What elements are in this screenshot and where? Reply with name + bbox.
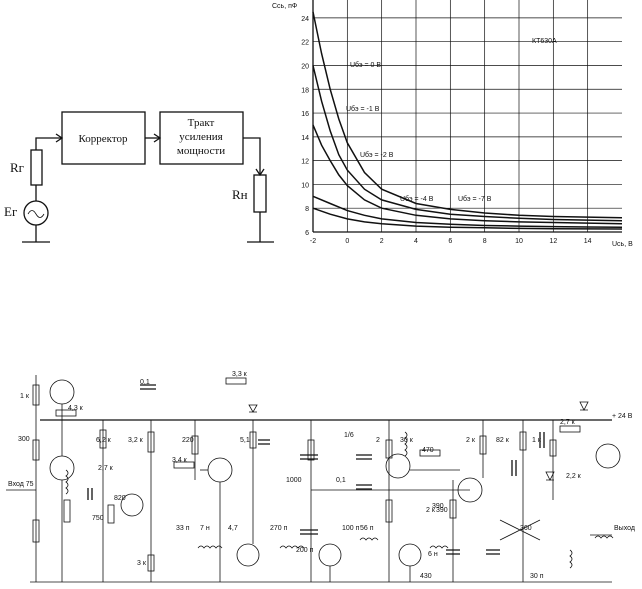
svg-text:82 к: 82 к bbox=[496, 437, 510, 444]
supply-label: + 24 В bbox=[612, 413, 633, 420]
chart-x-tick-label: 6 bbox=[448, 238, 452, 245]
svg-text:2 к: 2 к bbox=[426, 507, 436, 514]
svg-text:2 к: 2 к bbox=[466, 437, 476, 444]
chart-series-line-3 bbox=[312, 195, 623, 228]
svg-text:2,2 к: 2,2 к bbox=[566, 473, 582, 480]
block-diagram: Rг Eг Корректор Тракт усиления мощности … bbox=[4, 111, 274, 243]
output-label: Выход bbox=[614, 525, 635, 532]
svg-text:30 к: 30 к bbox=[400, 437, 414, 444]
power-amp-line2: усиления bbox=[179, 131, 222, 143]
sine-symbol bbox=[27, 210, 45, 218]
curve-label-3: Uбэ = -4 В bbox=[400, 195, 434, 203]
svg-text:6 н: 6 н bbox=[428, 551, 438, 558]
chart-xlabel: Uсь, В bbox=[612, 241, 633, 248]
svg-text:3 к: 3 к bbox=[137, 560, 147, 567]
curve-label-4: Uбэ = -7 В bbox=[458, 195, 492, 203]
svg-text:270 п: 270 п bbox=[270, 525, 288, 532]
source-resistor bbox=[30, 149, 43, 186]
chart-y-tick-label: 14 bbox=[301, 135, 309, 142]
capacitors bbox=[87, 384, 545, 555]
svg-text:300: 300 bbox=[18, 436, 30, 443]
load-label: Rн bbox=[232, 187, 248, 202]
chart-y-tick-label: 18 bbox=[301, 87, 309, 94]
transistors bbox=[49, 379, 621, 567]
chart-x-tick-label: 0 bbox=[345, 238, 349, 245]
component-labels: 1 к 4,3 к 0,1 3,3 к 300 6,2 к 2,7 к 3,2 … bbox=[18, 371, 582, 580]
svg-text:33 п: 33 п bbox=[176, 525, 190, 532]
svg-text:1 к: 1 к bbox=[532, 437, 542, 444]
svg-text:3,2 к: 3,2 к bbox=[128, 437, 144, 444]
svg-text:0,1: 0,1 bbox=[140, 379, 150, 386]
chart-x-tick-label: 8 bbox=[483, 238, 487, 245]
svg-text:430: 430 bbox=[420, 573, 432, 580]
source-emf-symbol bbox=[23, 200, 49, 226]
wires bbox=[35, 375, 554, 582]
inductors bbox=[65, 431, 614, 569]
svg-text:7 н: 7 н bbox=[200, 525, 210, 532]
chart-series-line-0 bbox=[312, 11, 623, 219]
curve-label-0: Uбэ = 0 В bbox=[350, 61, 381, 69]
svg-text:360: 360 bbox=[520, 525, 532, 532]
chart-y-tick-label: 6 bbox=[305, 230, 309, 237]
chart-ylabel: Ссь, пФ bbox=[272, 3, 297, 10]
svg-text:2,7 к: 2,7 к bbox=[560, 419, 576, 426]
chart-y-tick-label: 24 bbox=[301, 16, 309, 23]
chart-curves bbox=[312, 11, 623, 230]
load-resistor bbox=[253, 174, 267, 213]
svg-text:4,3 к: 4,3 к bbox=[68, 405, 84, 412]
curve-label-2: Uбэ = -2 В bbox=[360, 151, 394, 159]
svg-text:5,1: 5,1 bbox=[240, 437, 250, 444]
svg-text:3,3 к: 3,3 к bbox=[232, 371, 248, 378]
power-amp-line1: Тракт bbox=[188, 117, 215, 129]
source-resistor-label: Rг bbox=[10, 160, 24, 175]
chart-x-tick-label: 12 bbox=[549, 238, 557, 245]
svg-text:30 п: 30 п bbox=[530, 573, 544, 580]
corrector-label: Корректор bbox=[78, 133, 128, 145]
svg-text:56 п: 56 п bbox=[360, 525, 374, 532]
svg-text:100 п: 100 п bbox=[342, 525, 360, 532]
chart-series-line-2 bbox=[312, 124, 623, 225]
svg-text:390: 390 bbox=[436, 507, 448, 514]
svg-text:390: 390 bbox=[432, 503, 444, 510]
chart-y-tick-label: 10 bbox=[301, 182, 309, 189]
svg-text:750: 750 bbox=[92, 515, 104, 522]
chart-x-tick-label: -2 bbox=[310, 238, 316, 245]
chart-title: КТ630А bbox=[532, 38, 557, 45]
chart-y-tick-label: 22 bbox=[301, 40, 309, 47]
chart-series-line-4 bbox=[312, 207, 623, 230]
chart-series-line-1 bbox=[312, 65, 623, 222]
input-label: Вход 75 bbox=[8, 481, 34, 488]
chart-grid bbox=[312, 0, 622, 233]
svg-text:0,1: 0,1 bbox=[336, 477, 346, 484]
amplifier-schematic: + 24 В Вход 75 Выход bbox=[6, 371, 635, 583]
svg-text:1 к: 1 к bbox=[20, 393, 30, 400]
svg-text:820: 820 bbox=[114, 495, 126, 502]
chart-x-tick-label: 14 bbox=[584, 238, 592, 245]
svg-text:4,7: 4,7 bbox=[228, 525, 238, 532]
chart-y-tick-label: 20 bbox=[301, 63, 309, 70]
chart-x-tick-label: 10 bbox=[515, 238, 523, 245]
svg-text:6,2 к: 6,2 к bbox=[96, 437, 112, 444]
chart-y-tick-label: 8 bbox=[305, 206, 309, 213]
svg-text:220: 220 bbox=[182, 437, 194, 444]
chart-x-tick-label: 2 bbox=[380, 238, 384, 245]
power-amp-line3: мощности bbox=[177, 145, 225, 157]
svg-text:1000: 1000 bbox=[286, 477, 302, 484]
svg-text:2,7 к: 2,7 к bbox=[98, 465, 114, 472]
chart-y-tick-label: 12 bbox=[301, 159, 309, 166]
svg-text:3,4 к: 3,4 к bbox=[172, 457, 188, 464]
chart-y-tick-label: 16 bbox=[301, 111, 309, 118]
svg-text:1/6: 1/6 bbox=[344, 432, 354, 439]
curve-label-1: Uбэ = -1 В bbox=[346, 105, 380, 113]
svg-text:470: 470 bbox=[422, 447, 434, 454]
chart-x-tick-label: 4 bbox=[414, 238, 418, 245]
svg-text:200 п: 200 п bbox=[296, 547, 314, 554]
resistors bbox=[32, 377, 581, 572]
source-emf-label: Eг bbox=[4, 204, 17, 219]
svg-text:2: 2 bbox=[376, 437, 380, 444]
